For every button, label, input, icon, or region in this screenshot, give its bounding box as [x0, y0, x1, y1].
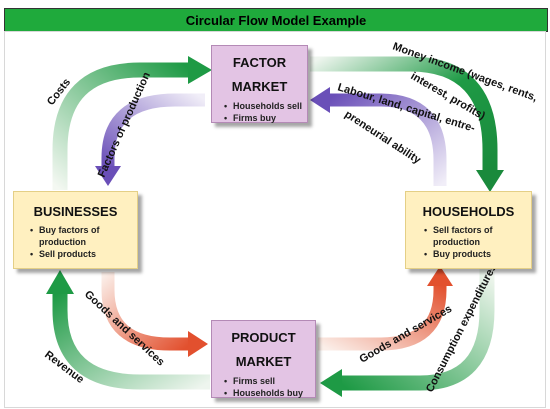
consumption-flow-arrow: [340, 268, 495, 391]
businesses-heading: BUSINESSES: [33, 204, 118, 219]
goods-right-arrowhead: [427, 266, 453, 286]
factor-market-list: Households sell Firms buy: [212, 94, 307, 124]
factors-of-production-arrowhead: [95, 166, 121, 186]
households-item: Sell factors of production: [424, 224, 531, 248]
revenue-arrowhead: [46, 270, 74, 294]
businesses-item: Buy factors of production: [30, 224, 137, 248]
businesses-item: Sell products: [30, 248, 137, 260]
goods-left-flow-arrow: [101, 272, 190, 351]
factors-of-production-label: Factors of production: [96, 70, 153, 179]
goods-left-label: Goods and services: [82, 288, 167, 368]
businesses-list: Buy factors of production Sell products: [14, 219, 137, 260]
labour-arrowhead: [310, 87, 330, 113]
product-market-heading-line2: MARKET: [235, 354, 292, 369]
labour-label-line2: preneurial ability: [342, 108, 423, 166]
factors-of-production-flow-arrow: [101, 93, 205, 168]
diagram-title: Circular Flow Model Example: [4, 8, 548, 32]
households-item: Buy products: [424, 248, 531, 260]
labour-flow-arrow: [328, 93, 447, 186]
factor-market-heading-line1: FACTOR: [232, 55, 287, 70]
product-market-list: Firms sell Households buy: [212, 369, 315, 399]
costs-flow-arrow: [52, 62, 190, 190]
households-list: Sell factors of production Buy products: [406, 219, 531, 260]
product-market-item: Households buy: [224, 387, 315, 399]
costs-arrowhead: [188, 56, 212, 84]
factor-market-item: Firms buy: [224, 112, 307, 124]
factor-market-box: FACTOR MARKET Households sell Firms buy: [211, 45, 308, 124]
money-income-arrowhead: [476, 170, 504, 192]
diagram-frame: [4, 31, 546, 408]
households-heading: HOUSEHOLDS: [422, 204, 515, 219]
goods-left-arrowhead: [188, 331, 208, 357]
product-market-box: PRODUCT MARKET Firms sell Households buy: [211, 320, 316, 399]
money-income-flow-arrow: [310, 56, 498, 172]
households-box: HOUSEHOLDS Sell factors of production Bu…: [405, 191, 532, 269]
factor-market-heading-line2: MARKET: [231, 79, 288, 94]
product-market-heading-line1: PRODUCT: [231, 330, 296, 345]
goods-right-flow-arrow: [318, 284, 447, 351]
revenue-flow-arrow: [52, 292, 210, 390]
factor-market-item: Households sell: [224, 100, 307, 112]
consumption-arrowhead: [320, 369, 342, 397]
product-market-item: Firms sell: [224, 375, 315, 387]
businesses-box: BUSINESSES Buy factors of production Sel…: [13, 191, 138, 269]
